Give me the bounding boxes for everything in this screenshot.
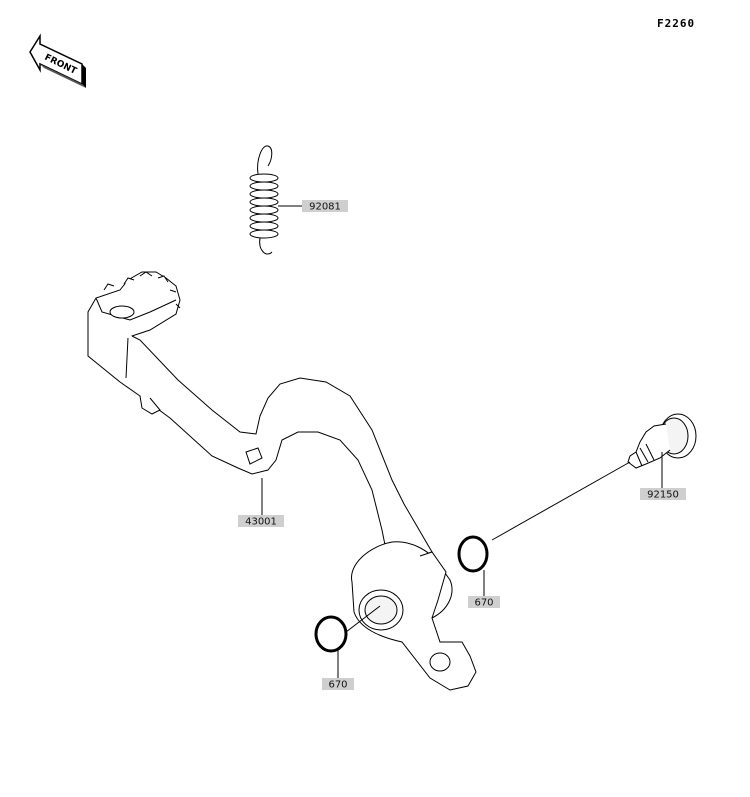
pivot-bolt-part bbox=[491, 413, 697, 541]
brake-pedal-part bbox=[87, 271, 477, 691]
part-number-bolt: 92150 bbox=[647, 490, 679, 501]
part-label-bg-pedal bbox=[238, 515, 284, 527]
part-number-oring-right: 670 bbox=[474, 598, 493, 609]
front-arrow-icon: FRONT bbox=[29, 33, 86, 88]
part-label-bg-spring bbox=[302, 200, 348, 212]
reference-code: F2260 bbox=[657, 17, 695, 30]
part-label-bg-oring-left bbox=[322, 678, 354, 690]
part-label-bg-bolt bbox=[640, 488, 686, 500]
part-number-oring-left: 670 bbox=[328, 680, 347, 691]
oring-left-part bbox=[314, 605, 381, 678]
oring-right-part bbox=[457, 535, 489, 596]
part-number-spring: 92081 bbox=[309, 202, 341, 213]
spring-part bbox=[249, 145, 302, 255]
part-number-pedal: 43001 bbox=[245, 517, 277, 528]
part-label-bg-oring-right bbox=[468, 596, 500, 608]
